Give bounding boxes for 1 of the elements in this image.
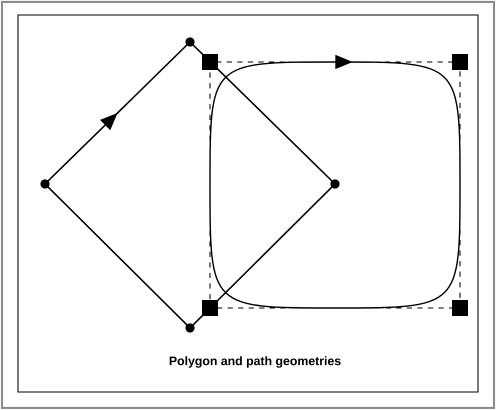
caption: Polygon and path geometries: [170, 356, 341, 368]
